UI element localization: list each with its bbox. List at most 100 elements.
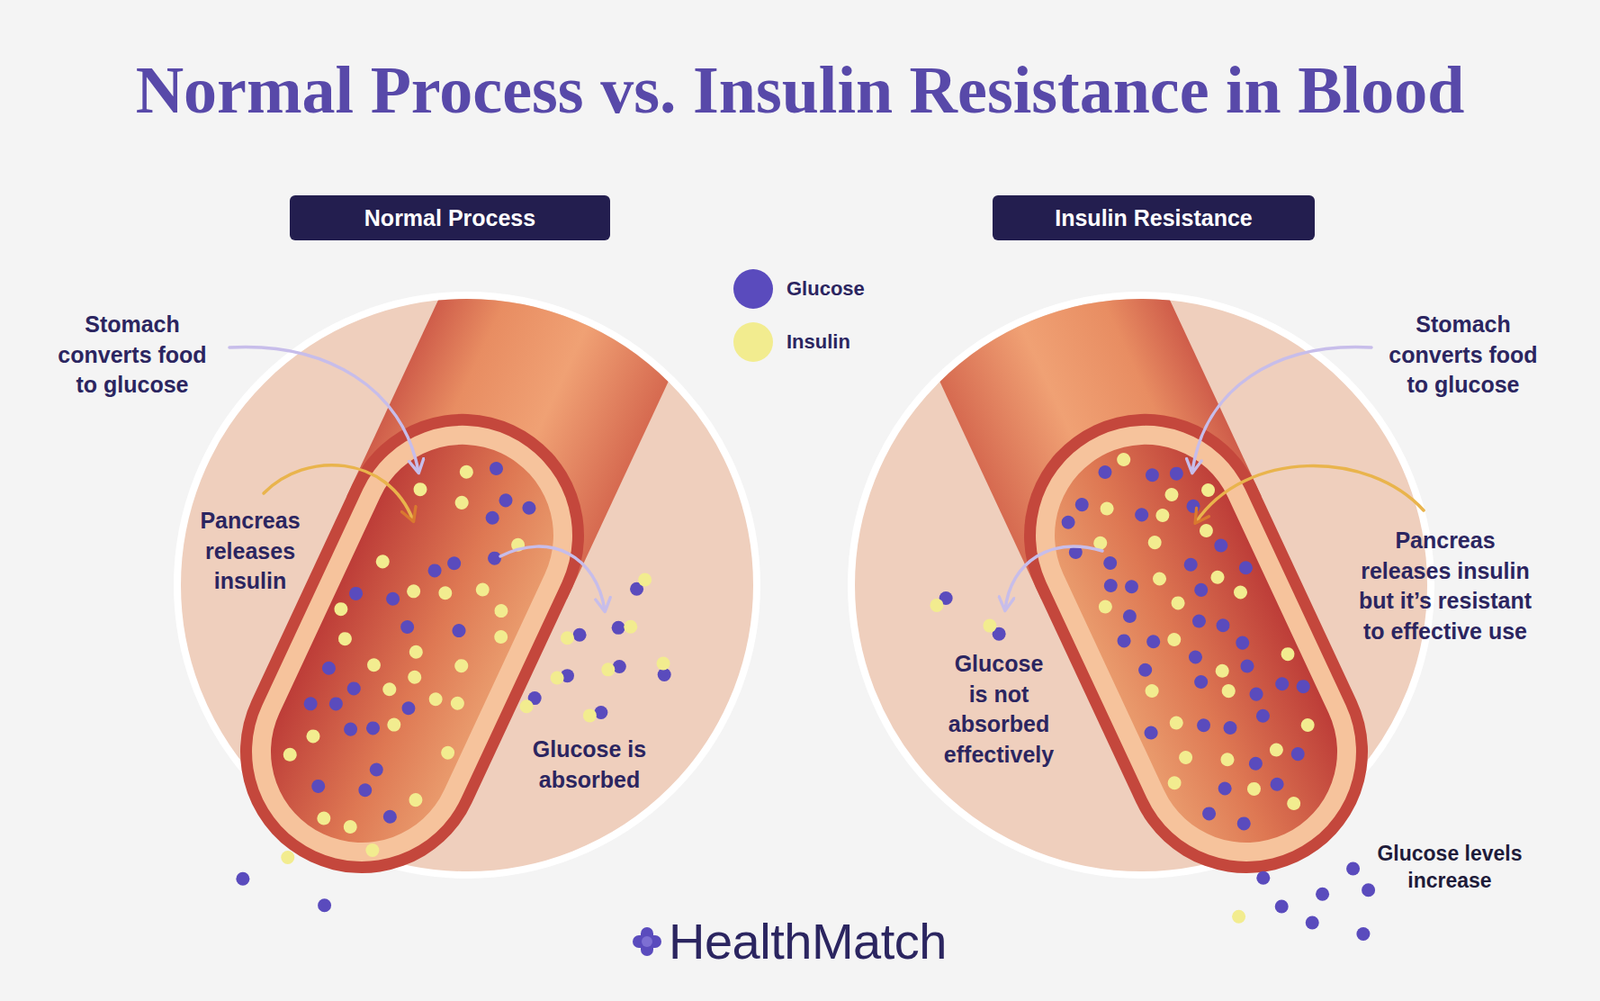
logo-icon [641, 935, 653, 947]
insulin-dot [1145, 533, 1164, 552]
glucose-dot [1096, 463, 1115, 482]
glucose-dot [1195, 716, 1214, 735]
title: Normal Process vs. Insulin Resistance in… [0, 50, 1600, 130]
insulin-dot [426, 690, 445, 709]
insulin-dot [452, 656, 471, 675]
legend-text: Insulin [786, 328, 851, 356]
blood-dots [249, 424, 576, 863]
callout-arrow [1192, 347, 1372, 472]
callout-label: Glucose levels increase [1371, 839, 1529, 894]
glucose-dot [485, 548, 504, 567]
glucose-dot [1247, 684, 1266, 703]
insulin-dot [365, 843, 379, 857]
glucose-dot [301, 694, 320, 713]
glucose-dot [344, 679, 363, 698]
glucose-dot [1200, 804, 1219, 823]
insulin-dot [982, 619, 997, 633]
insulin-dot [365, 656, 384, 675]
insulin-dot [1278, 645, 1297, 664]
glucose-dot [1273, 674, 1292, 693]
header-text: Normal Process [364, 204, 536, 232]
insulin-dot [1168, 593, 1187, 612]
glucose-dot [611, 620, 626, 635]
glucose-dot [1221, 719, 1240, 738]
glucose-dot [1215, 779, 1234, 798]
glucose-dot [1181, 555, 1200, 574]
insulin-dot [314, 808, 333, 827]
glucose-dot [341, 719, 360, 738]
glucose-dot [449, 621, 468, 640]
callout-label: Glucose is absorbed [521, 734, 657, 795]
glucose-dot [1234, 814, 1253, 833]
vessel-lumen [1024, 414, 1367, 873]
insulin-dot [1153, 505, 1172, 524]
section-header: Insulin Resistance [992, 195, 1315, 241]
insulin-dot [492, 602, 511, 621]
insulin-dot [1177, 747, 1196, 766]
callout-arrow [229, 347, 419, 472]
legend-swatch [733, 269, 774, 309]
glucose-dot [1246, 754, 1265, 773]
insulin-dot [405, 667, 424, 686]
callout-label: Stomach converts food to glucose [1377, 309, 1549, 401]
glucose-dot [367, 760, 386, 779]
insulin-dot [380, 680, 399, 699]
logo-icon [632, 926, 662, 956]
insulin-dot [439, 743, 458, 762]
glucose-dot [1167, 464, 1186, 483]
loose-dots [235, 573, 1376, 941]
insulin-dot [1231, 583, 1250, 602]
glucose-dot [445, 554, 464, 573]
insulin-dot [1218, 750, 1237, 769]
glucose-dot [1132, 505, 1151, 524]
glucose-dot [1305, 916, 1320, 930]
logo-icon [632, 934, 662, 948]
glucose-dot [399, 699, 418, 718]
glucose-dot [398, 618, 417, 637]
glucose-dot [1267, 774, 1286, 793]
insulin-dot [929, 598, 944, 612]
insulin-dot [1199, 480, 1218, 499]
insulin-dot [1167, 713, 1186, 732]
insulin-dot [406, 642, 425, 661]
header-text: Insulin Resistance [1054, 204, 1253, 232]
insulin-dot [1285, 794, 1304, 813]
glucose-dot [1275, 898, 1289, 913]
insulin-dot [1213, 661, 1232, 680]
legend-text: Glucose [786, 275, 865, 303]
vessel-rim [200, 373, 625, 913]
insulin-dot [280, 850, 295, 864]
blood-dots [1032, 422, 1356, 854]
glucose-dot [1192, 672, 1211, 691]
glucose-dot [425, 561, 444, 580]
glucose-dot [317, 898, 332, 912]
glucose-dot [1288, 745, 1307, 764]
glucose-dot [1136, 660, 1155, 679]
glucose-dot [1142, 466, 1161, 485]
insulin-dot [1165, 773, 1184, 792]
insulin-dot [1114, 450, 1133, 469]
callout-arrow [500, 546, 605, 611]
callout-arrow [1005, 546, 1103, 610]
glucose-dot [1233, 633, 1252, 652]
glucose-dot [496, 491, 515, 510]
insulin-dot [1142, 682, 1161, 701]
insulin-dot [280, 745, 299, 764]
insulin-dot [623, 620, 638, 634]
glucose-dot [1238, 656, 1257, 675]
vessel-lumen [241, 414, 584, 873]
glucose-dot [319, 658, 338, 677]
insulin-dot [452, 493, 471, 512]
glucose-dot [1236, 558, 1255, 577]
glucose-dot [1141, 723, 1160, 742]
glucose-dot [1101, 575, 1120, 594]
glucose-dot [1184, 496, 1203, 515]
blood-vessel [200, 373, 625, 913]
callout-label: Pancreas releases insulin [194, 505, 307, 597]
insulin-dot [341, 817, 360, 836]
legend-swatch [733, 322, 774, 362]
glucose-dot [1144, 632, 1163, 651]
insulin-dot [448, 693, 467, 712]
insulin-dot [1298, 715, 1317, 734]
glucose-dot [1192, 580, 1211, 599]
